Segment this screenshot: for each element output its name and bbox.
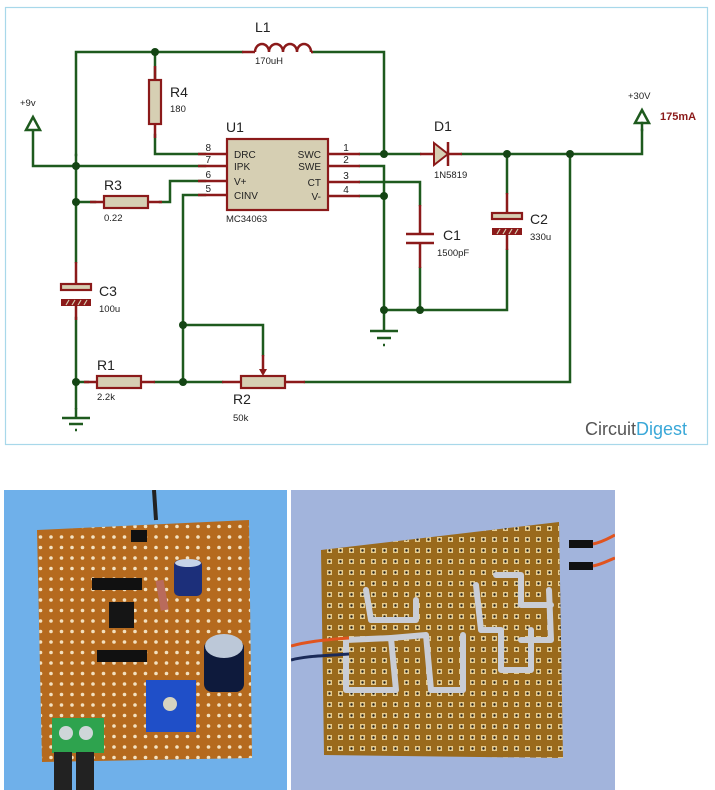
output-current-label: 175mA [660,111,696,123]
u1-pin-number: 5 [205,184,211,195]
C3-ref: C3 [99,283,117,299]
resistor-R3: R3 0.22 [90,177,162,224]
resistor-R1: R1 2.2k [84,357,155,403]
junction-dots [72,48,574,386]
ic-chip [109,602,134,628]
L1-value: 170uH [255,56,283,67]
component-side-photo [4,490,287,790]
u1-pin-number: 3 [343,171,349,182]
header-pins [131,530,147,542]
R1-ref: R1 [97,357,115,373]
inductor-L1: L1 170uH [242,19,313,67]
svg-text:CircuitDigest: CircuitDigest [585,419,687,439]
u1-pin-name: DRC [234,150,256,161]
D1-ref: D1 [434,118,452,134]
u1-pin-number: 7 [205,155,211,166]
C3-value: 100u [99,304,120,315]
u1-pin-name: SWE [298,162,321,173]
u1-pin-name: CINV [234,191,258,202]
capacitor-C2: C2 330u [490,193,551,250]
diode-D1: D1 1N5819 [420,118,467,181]
circuitdigest-logo: CircuitDigest [585,419,687,439]
schematic-diagram: +9v +30V 175mA L1 170uH R4 180 U1 [4,6,709,446]
R1-value: 2.2k [97,392,115,403]
R3-value: 0.22 [104,213,123,224]
R2-value: 50k [233,413,249,424]
R2-ref: R2 [233,391,251,407]
supply-out-terminal: +30V 175mA [628,91,696,132]
supply-in-terminal: +9v [20,98,43,132]
solder-side-photo [291,490,615,790]
u1-pin-number: 2 [343,155,349,166]
logo-part2: Digest [636,419,687,439]
u1-pin-name: V+ [234,177,247,188]
U1-part: MC34063 [226,214,267,225]
resistor-R4: R4 180 [147,66,188,138]
supply-out-label: +30V [628,91,651,102]
u1-pin-number: 6 [205,170,211,181]
supply-in-label: +9v [20,98,36,109]
u1-pin-number: 4 [343,185,349,196]
u1-pin-name: SWC [298,150,321,161]
R4-ref: R4 [170,84,188,100]
C1-ref: C1 [443,227,461,243]
C2-value: 330u [530,232,551,243]
u1-pin-name: IPK [234,162,250,173]
R3-ref: R3 [104,177,122,193]
C1-value: 1500pF [437,248,469,259]
ground-symbol-left [62,408,90,432]
u1-pin-number: 1 [343,143,349,154]
L1-ref: L1 [255,19,271,35]
C2-ref: C2 [530,211,548,227]
R4-value: 180 [170,104,186,115]
u1-pin-name: CT [308,178,321,189]
u1-pin-number: 8 [205,143,211,154]
ground-symbol-right [370,329,398,347]
D1-value: 1N5819 [434,170,467,181]
u1-pin-name: V- [312,192,321,203]
solder-traces [343,572,554,693]
capacitor-small [174,560,202,596]
potentiometer-R2: R2 50k [222,355,305,424]
schematic-frame [4,6,709,446]
logo-part1: Circuit [585,419,636,439]
capacitor-C1: C1 1500pF [406,205,469,268]
U1-ref: U1 [226,119,244,135]
capacitor-C3: C3 100u [59,262,120,320]
